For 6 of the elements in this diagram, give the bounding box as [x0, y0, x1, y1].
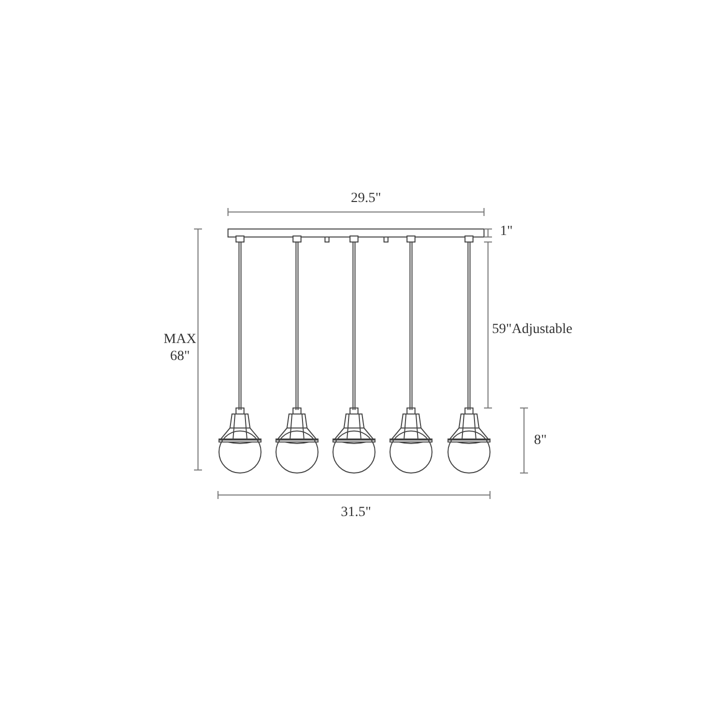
dimension-label: 1"	[500, 223, 514, 240]
dimension-label: 8"	[534, 432, 548, 449]
dimension-label: 31.5"	[340, 504, 372, 521]
dimension-label: MAX 68"	[162, 331, 198, 365]
dimension-label: 29.5"	[350, 190, 382, 207]
dimension-label: 59"Adjustable	[492, 321, 574, 338]
